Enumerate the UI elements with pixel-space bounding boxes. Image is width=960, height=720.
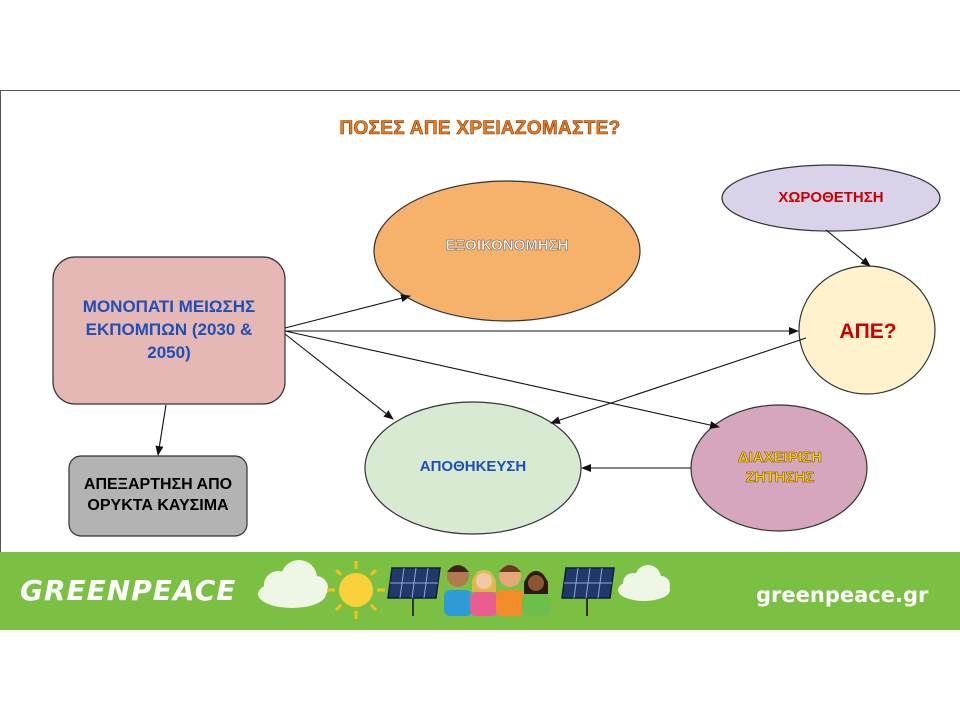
node-exoikonomisi-label: ΕΞΟΙΚΟΝΟΜΗΣΗ bbox=[445, 236, 569, 255]
arrow-monopati-to-apothikeusi bbox=[284, 333, 394, 420]
node-diacheirisi-label: ΔΙΑΧΕΙΡΙΣΗ ΖΗΤΗΣΗΣ bbox=[738, 448, 822, 487]
arrow-chorothetisi-to-ape bbox=[825, 229, 871, 267]
node-apothikeusi-label: ΑΠΟΘΗΚΕΥΣΗ bbox=[419, 457, 527, 475]
greenpeace-logo: GREENPEACE bbox=[20, 574, 237, 607]
node-apexartisi-shape bbox=[68, 455, 248, 537]
node-apexartisi-label: ΑΠΕΞΑΡΤΗΣΗ ΑΠΟ ΟΡΥΚΤΑ ΚΑΥΣΙΜΑ bbox=[83, 476, 233, 514]
node-exoikonomisi-shape bbox=[373, 180, 641, 322]
node-monopati-label: ΜΟΝΟΠΑΤΙ ΜΕΙΩΣΗΣ ΕΚΠΟΜΠΩΝ (2030 & 2050) bbox=[82, 297, 256, 362]
arrow-monopati-to-diacheirisi bbox=[284, 330, 720, 429]
node-ape-label: ΑΠΕ? bbox=[839, 319, 897, 343]
arrow-ape-to-apothikeusi bbox=[550, 337, 807, 424]
arrow-monopati-to-exoikonomisi bbox=[284, 294, 411, 329]
arrow-monopati-to-apexartisi bbox=[155, 404, 167, 456]
slide-title: ΠΟΣΕΣ ΑΠΕ ΧΡΕΙΑΖΟΜΑΣΤΕ? bbox=[339, 118, 621, 140]
node-chorothetisi-shape bbox=[721, 164, 941, 232]
node-chorothetisi-label: ΧΩΡΟΘΕΤΗΣΗ bbox=[778, 188, 884, 206]
website-link[interactable]: greenpeace.gr bbox=[756, 583, 929, 607]
